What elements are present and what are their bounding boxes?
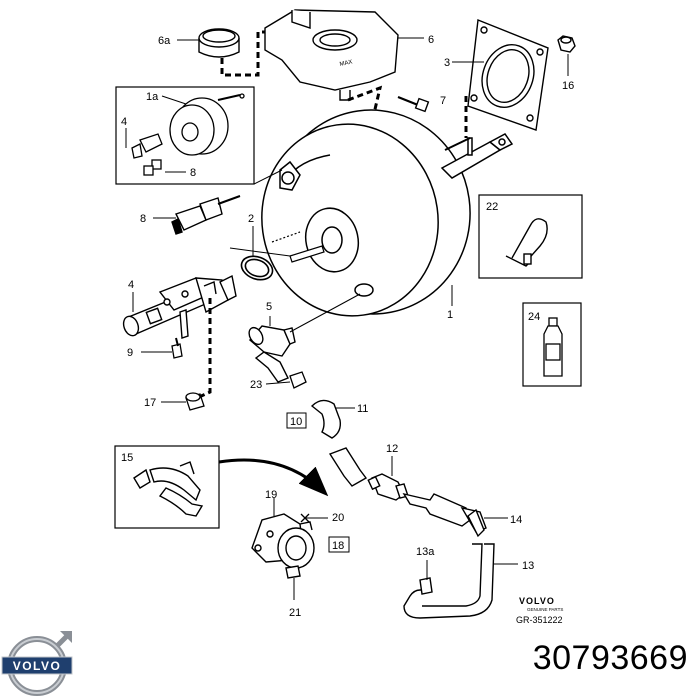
callout-15: 15	[121, 452, 133, 464]
stamp-brand: VOLVO	[519, 596, 555, 606]
vacuum-hose-13	[403, 543, 495, 619]
volvo-logo: VOLVO	[1, 631, 73, 696]
inset-leader-to-booster	[253, 169, 283, 185]
callout-24: 24	[528, 311, 540, 323]
grommet	[185, 392, 205, 411]
leader-23	[265, 381, 291, 385]
vacuum-hose-lower	[402, 492, 487, 538]
callout-21: 21	[289, 607, 301, 619]
part-number: 30793669	[532, 639, 688, 677]
inset-box-22: 22	[478, 194, 583, 279]
callout-5: 5	[266, 301, 272, 313]
fluid-reservoir: MAX	[264, 9, 399, 101]
bleeder-screw	[171, 337, 183, 359]
callout-12: 12	[386, 443, 398, 455]
stamp-ref: GR-351222	[516, 615, 563, 625]
svg-text:MAX: MAX	[339, 59, 353, 68]
volvo-genuine-parts-stamp: VOLVO GENUINE PARTS GR-351222	[516, 596, 563, 625]
callout-2: 2	[248, 213, 254, 225]
callout-box-10: 10	[286, 412, 307, 429]
check-valve-elbow	[248, 325, 296, 383]
vacuum-hose-middle	[328, 447, 368, 487]
reservoir-cap	[198, 28, 240, 58]
callout-14: 14	[510, 514, 522, 526]
pressure-sensor	[171, 195, 241, 235]
callout-19: 19	[265, 489, 277, 501]
callout-4b: 4	[128, 279, 134, 291]
callout-6: 6	[428, 34, 434, 46]
check-valve	[367, 473, 409, 501]
callout-13: 13	[522, 560, 534, 572]
callout-16: 16	[562, 80, 574, 92]
callout-8b: 8	[140, 213, 146, 225]
callout-9: 9	[127, 347, 133, 359]
master-cylinder	[122, 274, 237, 339]
reservoir-bolt	[397, 95, 430, 113]
callout-18: 18	[332, 540, 344, 552]
arrow-box15-to-19	[218, 458, 329, 497]
callout-3: 3	[444, 57, 450, 69]
booster-studs	[271, 231, 325, 263]
o-ring	[240, 255, 274, 281]
brake-fluid-bottle	[543, 317, 563, 377]
inset-box-15: 15	[114, 445, 220, 529]
vacuum-pump	[251, 513, 315, 579]
callout-23: 23	[250, 379, 262, 391]
callout-22: 22	[486, 201, 498, 213]
callout-11: 11	[357, 403, 368, 415]
callout-7: 7	[440, 95, 446, 107]
dashed-cap-to-reservoir	[220, 30, 322, 77]
callout-10: 10	[290, 416, 302, 428]
leader-5-to-booster	[289, 293, 361, 333]
callout-17: 17	[144, 397, 156, 409]
booster-gasket	[467, 19, 549, 131]
inset-box-24: 24	[522, 302, 582, 387]
callout-6a: 6a	[158, 35, 171, 47]
logo-wordmark: VOLVO	[13, 659, 62, 673]
stamp-sub: GENUINE PARTS	[527, 607, 563, 612]
dashed-mc-to-17	[196, 298, 212, 400]
callout-box-18: 18	[328, 536, 350, 553]
callout-8a: 8	[190, 167, 196, 179]
callout-20: 20	[332, 512, 344, 524]
vacuum-hose-upper	[310, 399, 342, 439]
callout-1a: 1a	[146, 91, 159, 103]
hose-clamp	[289, 371, 307, 389]
mounting-nut	[557, 35, 576, 53]
inset-box-1a: 1a 4 8	[115, 86, 255, 185]
callout-1: 1	[447, 309, 453, 321]
callout-13a: 13a	[416, 546, 435, 558]
callout-4a: 4	[121, 116, 127, 128]
vacuum-booster	[261, 109, 514, 317]
